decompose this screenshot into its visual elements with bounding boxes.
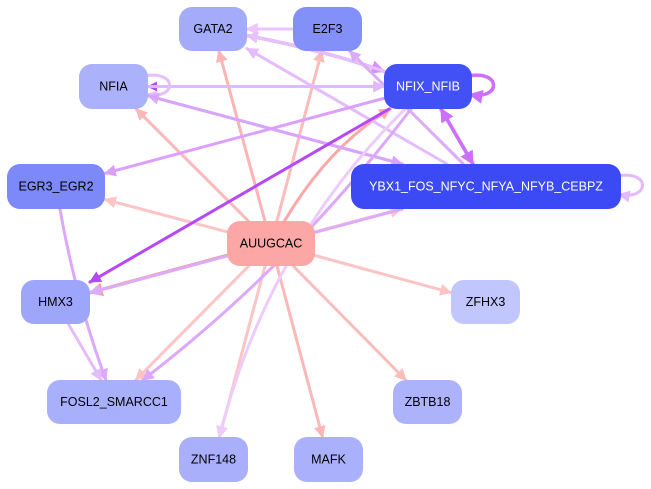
node-label: EGR3_EGR2	[18, 180, 93, 194]
node-box[interactable]	[7, 164, 105, 209]
node-box[interactable]	[293, 7, 362, 51]
node-label: FOSL2_SMARCC1	[60, 395, 168, 409]
node-zbtb18[interactable]: ZBTB18	[393, 380, 462, 424]
edge-auugcac-to-zbtb18	[291, 264, 408, 382]
node-box[interactable]	[451, 280, 520, 324]
node-znf148[interactable]: ZNF148	[179, 437, 248, 482]
edge-auugcac-to-nfia	[134, 107, 250, 223]
node-hmx3[interactable]: HMX3	[21, 280, 90, 324]
edge-nfix_nfib-to-egr3_egr2	[103, 96, 386, 177]
node-zfhx3[interactable]: ZFHX3	[451, 280, 520, 324]
node-box[interactable]	[294, 437, 363, 482]
edge-auugcac-to-zfhx3	[313, 254, 453, 296]
node-e2f3[interactable]: E2F3	[293, 7, 362, 51]
node-ybx1[interactable]: YBX1_FOS_NFYC_NFYA_NFYB_CEBPZ	[351, 164, 621, 209]
node-egr3-egr2[interactable]: EGR3_EGR2	[7, 164, 105, 209]
node-auugcac[interactable]: AUUGCAC	[227, 221, 315, 266]
edge-nfix_nfib-to-nfix_nfib	[464, 73, 496, 104]
node-box[interactable]	[21, 280, 90, 324]
node-label: ZBTB18	[405, 395, 451, 409]
node-box[interactable]	[227, 221, 315, 266]
node-label: ZNF148	[191, 453, 236, 467]
node-box[interactable]	[47, 380, 181, 424]
node-label: NFIA	[99, 80, 128, 94]
edge-auugcac-to-egr3_egr2	[103, 196, 229, 234]
edge-hmx3-to-fosl2_smarcc1	[66, 322, 103, 382]
edge-nfix_nfib-to-hmx3	[88, 107, 391, 284]
node-mafk[interactable]: MAFK	[294, 437, 363, 482]
node-label: ZFHX3	[466, 295, 506, 309]
node-fosl2-smarcc1[interactable]: FOSL2_SMARCC1	[47, 380, 181, 424]
node-nfia[interactable]: NFIA	[79, 64, 148, 109]
node-label: AUUGCAC	[240, 237, 303, 251]
node-label: MAFK	[311, 453, 346, 467]
node-label: GATA2	[193, 22, 232, 36]
edge-nfix_nfib-to-gata2	[245, 31, 386, 73]
node-box[interactable]	[79, 64, 148, 109]
edges-layer	[58, 23, 644, 439]
edge-auugcac-to-fosl2_smarcc1	[134, 264, 251, 382]
node-box[interactable]	[179, 7, 247, 51]
node-gata2[interactable]: GATA2	[179, 7, 247, 51]
node-box[interactable]	[351, 164, 621, 209]
node-box[interactable]	[393, 380, 462, 424]
node-box[interactable]	[384, 64, 472, 109]
edge-ybx1-to-nfix_nfib	[439, 107, 475, 166]
node-nfix-nfib[interactable]: NFIX_NFIB	[384, 64, 472, 109]
node-label: NFIX_NFIB	[396, 80, 460, 94]
edge-ybx1-to-ybx1	[613, 173, 644, 203]
edge-nfia-to-ybx1	[146, 94, 404, 167]
node-label: E2F3	[313, 22, 343, 36]
node-label: HMX3	[38, 295, 73, 309]
edge-auugcac-to-mafk	[275, 264, 326, 439]
node-box[interactable]	[179, 437, 248, 482]
node-label: YBX1_FOS_NFYC_NFYA_NFYB_CEBPZ	[369, 180, 603, 194]
